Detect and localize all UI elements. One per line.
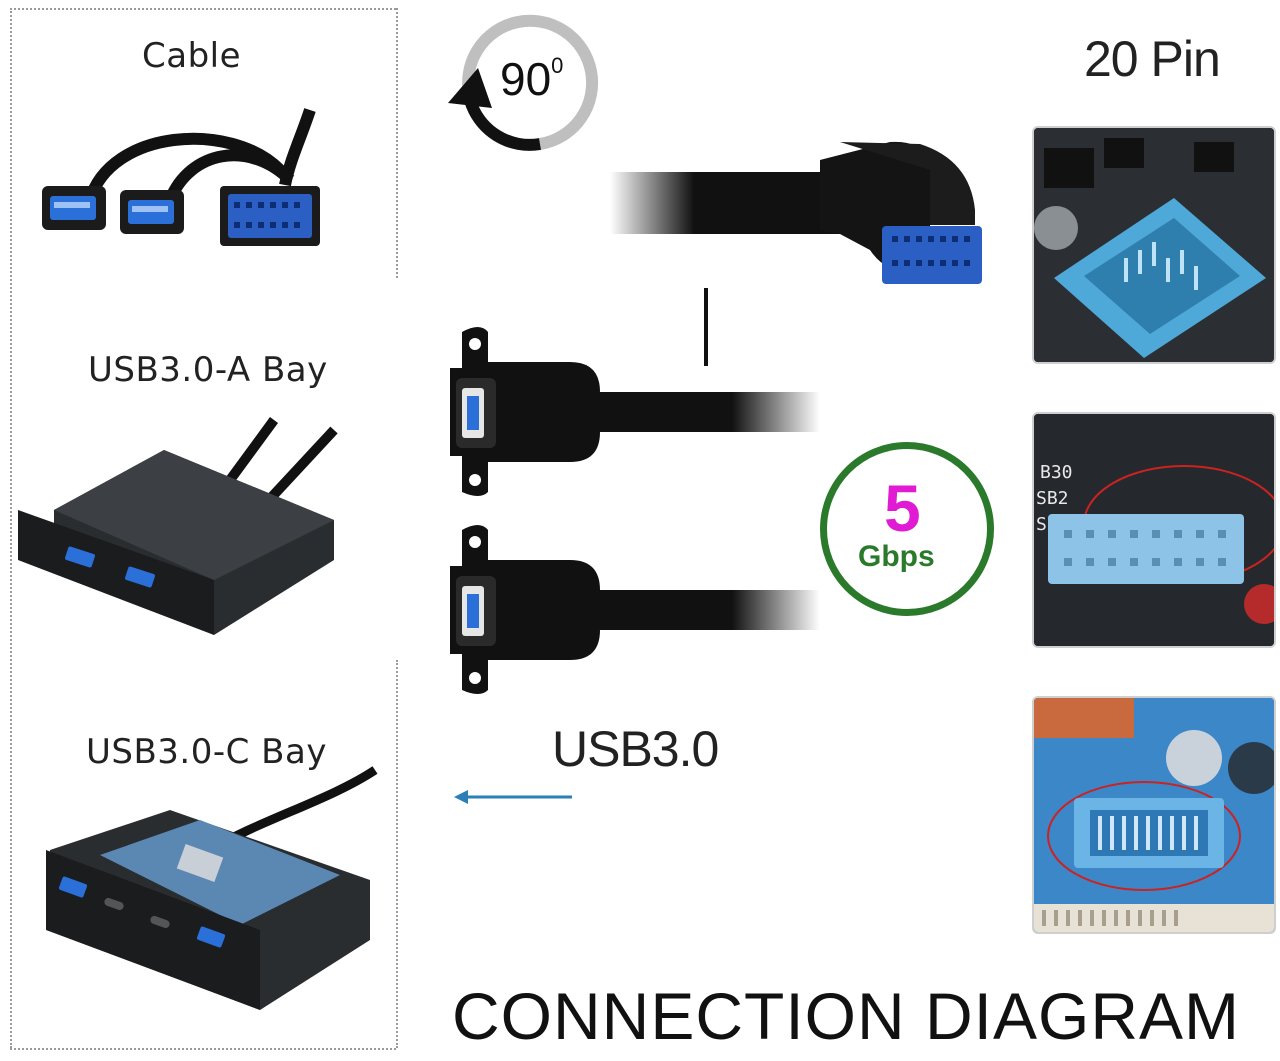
left-panel-border-top	[10, 8, 396, 10]
rotation-superscript: 0	[551, 53, 564, 78]
bay-a-image	[18, 417, 338, 635]
divider-line	[704, 288, 708, 366]
speed-unit: Gbps	[858, 540, 935, 573]
rotation-degrees: 900	[500, 52, 563, 106]
motherboard-photo-1	[1032, 126, 1276, 364]
bay-c-image	[46, 766, 378, 1010]
left-panel-border-bottom	[10, 1048, 396, 1050]
svg-text:SB2: SB2	[1036, 488, 1069, 509]
usb-panel-port-1	[450, 327, 820, 496]
motherboard-photo-3	[1032, 696, 1276, 934]
usb-panel-port-2	[450, 525, 820, 694]
left-panel-border-left	[10, 8, 12, 1048]
left-panel-border-right-top	[396, 8, 398, 278]
pin-label: 20 Pin	[1084, 31, 1221, 87]
header-cable-image	[610, 141, 982, 284]
cable-label: Cable	[142, 36, 242, 76]
left-arrow-icon	[454, 790, 572, 804]
rotate-90-icon	[448, 14, 599, 151]
speed-badge	[820, 442, 994, 616]
footer-title: CONNECTION DIAGRAM	[452, 979, 1241, 1053]
rotation-value: 90	[500, 53, 552, 105]
usb-label: USB3.0	[552, 721, 719, 777]
motherboard-photo-2: B30 SB2 SB1	[1032, 412, 1276, 648]
left-panel-border-right-bottom	[396, 660, 398, 1048]
cable-image	[42, 108, 320, 246]
speed-value: 5	[884, 471, 921, 545]
svg-text:B30: B30	[1040, 462, 1073, 483]
bay-c-label: USB3.0-C Bay	[86, 732, 327, 772]
bay-a-label: USB3.0-A Bay	[88, 350, 328, 390]
